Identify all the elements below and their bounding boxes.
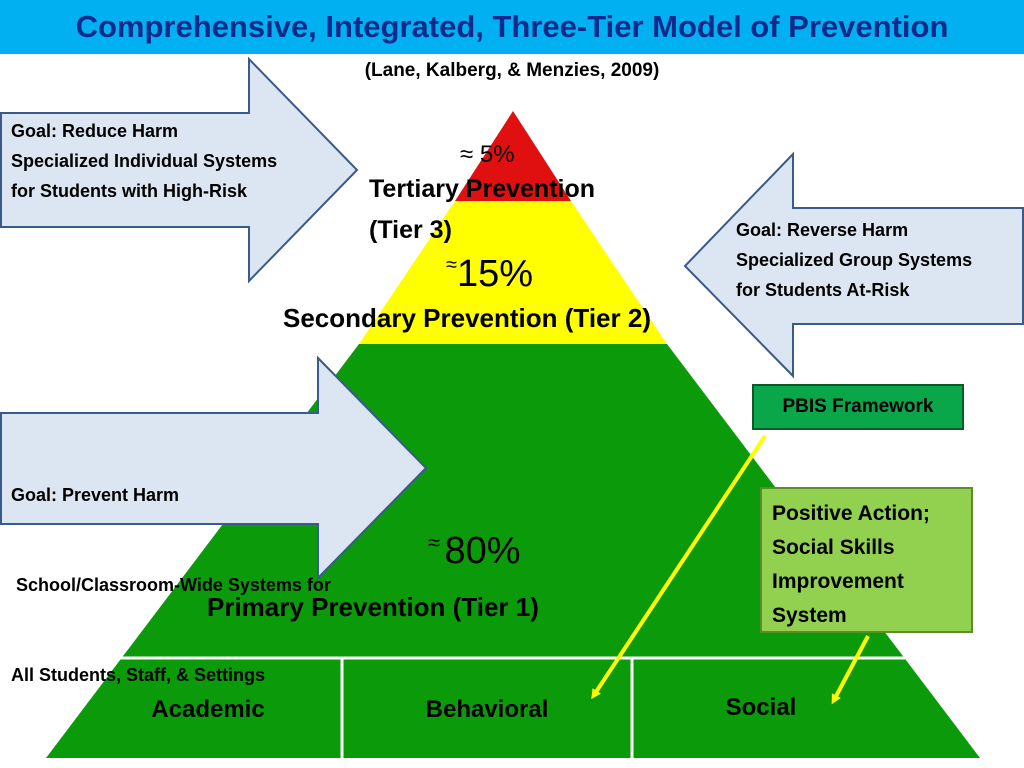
positive-action-box: Positive Action; Social Skills Improveme… <box>760 487 973 633</box>
goal-tier2-text: Goal: Reverse Harm Specialized Group Sys… <box>736 220 973 300</box>
tier3-band <box>455 111 571 201</box>
tier3-label-line2: (Tier 3) <box>369 216 452 244</box>
tier3-percent: ≈ 5% <box>460 141 515 168</box>
tier2-percent: ≈15% <box>446 253 534 295</box>
tier2-band <box>359 201 667 344</box>
title-bar: Comprehensive, Integrated, Three-Tier Mo… <box>0 0 1024 54</box>
domain-academic: Academic <box>151 696 265 723</box>
goal-arrow-tier1 <box>0 355 428 581</box>
pbis-framework-label: PBIS Framework <box>782 396 934 417</box>
goal-tier3-text: Goal: Reduce Harm Specialized Individual… <box>11 121 278 201</box>
tier1-label: Primary Prevention (Tier 1) <box>207 592 539 622</box>
pbis-pointer-arrow <box>591 434 767 700</box>
goal-tier1-text: Goal: Prevent Harm School/Classroom-Wide… <box>11 485 331 685</box>
tier1-band <box>46 344 980 758</box>
domain-social: Social <box>725 694 797 721</box>
positive-action-pointer-arrow <box>831 635 870 705</box>
page-title: Comprehensive, Integrated, Three-Tier Mo… <box>75 9 949 44</box>
goal-arrow-tier3 <box>0 56 359 284</box>
domain-behavioral: Behavioral <box>425 696 549 723</box>
tier1-percent: ≈ 80% <box>428 530 521 572</box>
goal-arrow-tier2 <box>683 151 1024 379</box>
tier3-label-line1: Tertiary Prevention <box>369 175 596 203</box>
pbis-framework-box: PBIS Framework <box>752 384 964 430</box>
citation: (Lane, Kalberg, & Menzies, 2009) <box>364 60 660 81</box>
tier2-label: Secondary Prevention (Tier 2) <box>283 303 651 333</box>
